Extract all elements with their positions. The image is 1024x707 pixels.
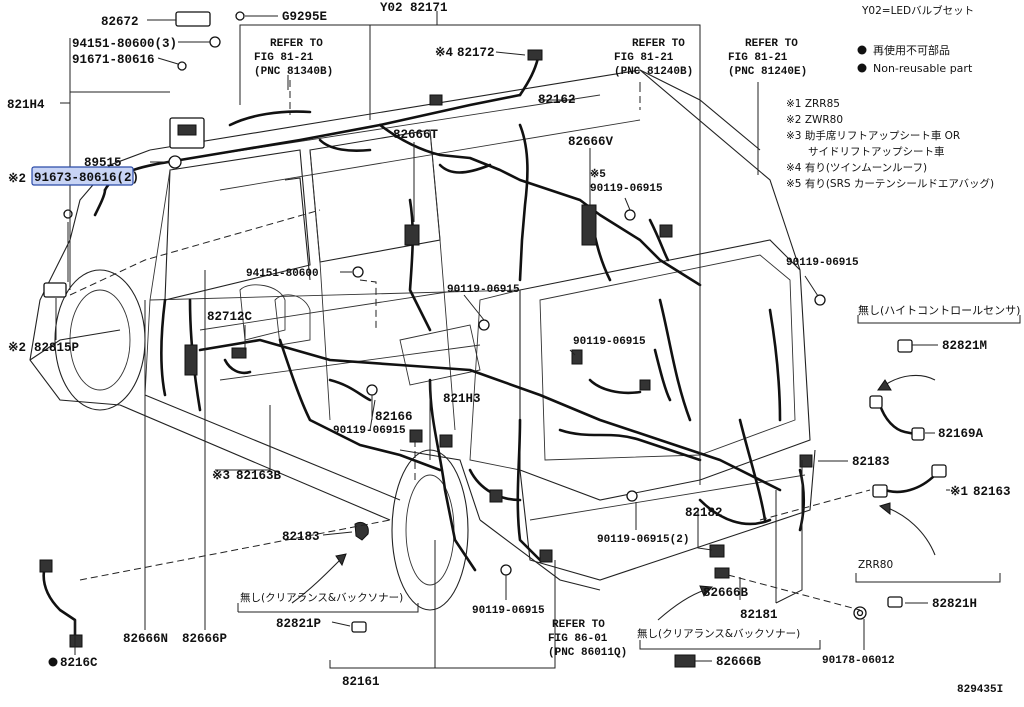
- part-82712c: 82712C: [207, 310, 253, 324]
- part-82182: 82182: [685, 506, 723, 520]
- part-82172-mark: ※4: [435, 45, 453, 60]
- part-821h4: 821H4: [7, 98, 45, 112]
- dashed-lines: [69, 80, 871, 611]
- ref-2-line1: REFER TO: [632, 38, 685, 50]
- part-82666b-2: 82666B: [716, 655, 762, 669]
- nashi-sonar-2: 無し(クリアランス&バックソナー): [637, 627, 800, 640]
- part-90119-c: 90119-06915: [447, 284, 520, 296]
- part-82183-l: 82183: [282, 530, 320, 544]
- note-3: ※3 助手席リフトアップシート車 OR: [786, 129, 960, 142]
- nashi-height-sensor: 無し(ハイトコントロールセンサ): [858, 303, 1020, 317]
- part-90119-f: 90119-06915: [472, 605, 545, 617]
- part-82181: 82181: [740, 608, 778, 622]
- part-91673-80616: 91673-80616(2): [34, 171, 139, 185]
- part-90178-06012: 90178-06012: [822, 655, 895, 667]
- connectors: [39, 11, 947, 668]
- legend-en: Non-reusable part: [873, 62, 973, 75]
- part-82821h: 82821H: [932, 597, 977, 611]
- header-title: Y02 82171: [380, 1, 448, 15]
- brackets: [237, 315, 1021, 650]
- part-82815p-mark: ※2: [8, 340, 26, 355]
- part-82162: 82162: [538, 93, 576, 107]
- part-82163b-mark: ※3: [212, 468, 230, 483]
- part-90119-b: 90119-06915: [786, 257, 859, 269]
- ref-2-line3: (PNC 81240B): [614, 66, 693, 78]
- part-82169a: 82169A: [938, 427, 984, 441]
- ref-1-line2: FIG 81-21: [254, 52, 314, 64]
- part-82815p: 82815P: [34, 341, 79, 355]
- leader-lines: [55, 11, 950, 669]
- labels: Y02 82171 Y02=LEDバルブセット 再使用不可部品 Non-reus…: [7, 1, 1020, 696]
- ref-1-line3: (PNC 81340B): [254, 66, 333, 78]
- note-4: サイドリフトアップシート車: [808, 145, 945, 158]
- part-5-mark: ※5: [590, 168, 606, 181]
- part-90119-d: 90119-06915: [573, 336, 646, 348]
- part-82172: 82172: [457, 46, 495, 60]
- part-82666b-1: 82666B: [703, 586, 749, 600]
- ref-3-line2: FIG 81-21: [728, 52, 788, 64]
- ref-2-line2: FIG 81-21: [614, 52, 674, 64]
- part-82666n: 82666N: [123, 632, 168, 646]
- note-1: ※1 ZRR85: [786, 98, 840, 110]
- part-94151-80600: 94151-80600: [246, 268, 319, 280]
- part-89515: 89515: [84, 156, 122, 170]
- part-821h3: 821H3: [443, 392, 481, 406]
- zrr80-label: ZRR80: [858, 559, 893, 571]
- note-6: ※5 有り(SRS カーテンシールドエアバッグ): [786, 177, 994, 190]
- legend-dot-icon: [857, 45, 867, 55]
- ref-4-line2: FIG 86-01: [548, 633, 608, 645]
- part-82666p: 82666P: [182, 632, 227, 646]
- part-90119-2: 90119-06915(2): [597, 534, 689, 546]
- part-82666t: 82666T: [393, 128, 439, 142]
- non-reusable-dot-icon: [48, 657, 58, 667]
- part-90119-e: 90119-06915: [333, 425, 406, 437]
- ref-4-line1: REFER TO: [552, 619, 605, 631]
- part-8216c: 8216C: [60, 656, 98, 670]
- legend-dot-icon: [857, 63, 867, 73]
- part-g9295e: G9295E: [282, 10, 327, 24]
- ref-3-line3: (PNC 81240E): [728, 66, 807, 78]
- part-94151-80600-3: 94151-80600(3): [72, 37, 177, 51]
- wire-harnesses: [42, 56, 947, 642]
- part-82163-mark: ※1: [950, 484, 968, 499]
- note-2: ※2 ZWR80: [786, 114, 843, 126]
- part-82183-r: 82183: [852, 455, 890, 469]
- part-82161: 82161: [342, 675, 380, 689]
- part-82666v: 82666V: [568, 135, 614, 149]
- part-91673-mark: ※2: [8, 171, 26, 186]
- legend-jp: 再使用不可部品: [873, 43, 950, 57]
- part-82821p: 82821P: [276, 617, 321, 631]
- part-82163: 82163: [973, 485, 1011, 499]
- arrows: [291, 374, 936, 621]
- highlight-box: [31, 166, 134, 186]
- nashi-sonar-1: 無し(クリアランス&バックソナー): [240, 591, 403, 604]
- ref-3-line1: REFER TO: [745, 38, 798, 50]
- note-5: ※4 有り(ツインムーンルーフ): [786, 161, 927, 174]
- header-note: Y02=LEDバルブセット: [861, 4, 974, 17]
- part-91671-80616: 91671-80616: [72, 53, 155, 67]
- part-82821m: 82821M: [942, 339, 987, 353]
- ref-4-line3: (PNC 86011Q): [548, 647, 627, 659]
- ref-1-line1: REFER TO: [270, 38, 323, 50]
- part-82163b: 82163B: [236, 469, 282, 483]
- part-90119-a: 90119-06915: [590, 183, 663, 195]
- part-82166: 82166: [375, 410, 413, 424]
- van-body: [29, 69, 816, 611]
- part-82672: 82672: [101, 15, 139, 29]
- figure-id: 829435I: [957, 684, 1003, 696]
